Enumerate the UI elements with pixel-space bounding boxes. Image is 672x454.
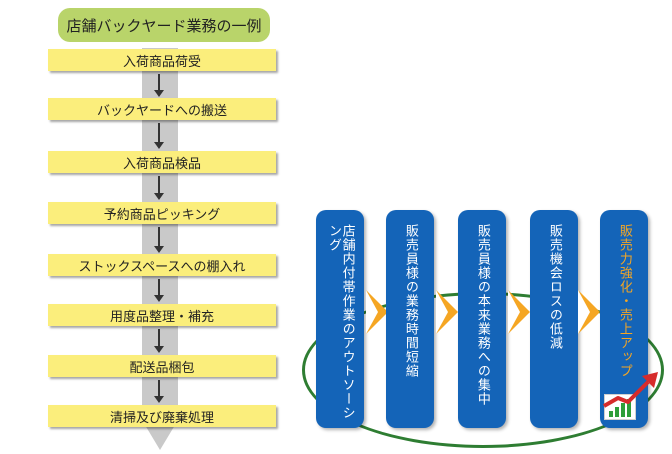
step-8: 清掃及び廃棄処理 <box>48 405 276 427</box>
pillar-outsourcing: 店舗内付帯作業のアウトソーシング <box>316 210 364 428</box>
arrow-1-2 <box>154 74 164 97</box>
step-1: 入荷商品荷受 <box>48 49 276 71</box>
rising-arrow-icon <box>603 372 658 408</box>
step-2: バックヤードへの搬送 <box>48 98 276 120</box>
chevron-4 <box>578 290 600 334</box>
step-3: 入荷商品検品 <box>48 151 276 173</box>
step-5: ストックスペースへの棚入れ <box>48 254 276 276</box>
arrow-2-3 <box>154 123 164 149</box>
pillar-loss-reduction: 販売機会ロスの低減 <box>530 210 578 428</box>
chevron-3 <box>508 290 530 334</box>
arrow-4-5 <box>154 227 164 253</box>
chevron-1 <box>366 290 388 334</box>
chevron-2 <box>436 290 458 334</box>
pillar-core-focus: 販売員様の本来業務への集中 <box>458 210 506 428</box>
arrow-3-4 <box>154 176 164 200</box>
pillar-time-reduction: 販売員様の業務時間短縮 <box>386 210 434 428</box>
arrow-6-7 <box>154 329 164 353</box>
flow-title: 店舗バックヤード業務の一例 <box>58 8 270 42</box>
step-4: 予約商品ピッキング <box>48 202 276 224</box>
step-6: 用度品整理・補充 <box>48 304 276 326</box>
arrow-7-8 <box>154 380 164 403</box>
arrow-5-6 <box>154 279 164 302</box>
step-7: 配送品梱包 <box>48 355 276 377</box>
